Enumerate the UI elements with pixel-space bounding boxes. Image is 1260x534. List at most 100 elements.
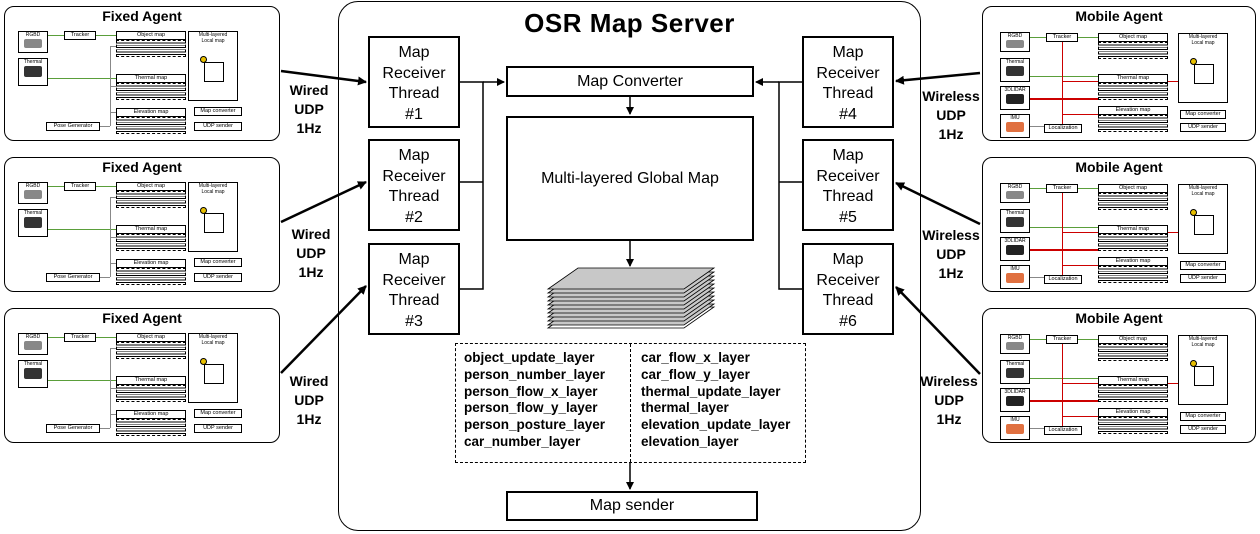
map-layer-stack: Thermal map (116, 225, 186, 251)
rgbd-device-icon (24, 190, 42, 199)
map-layer-lines (116, 419, 186, 436)
red-connector (1062, 81, 1098, 82)
local-map-label: Local map (1191, 342, 1215, 348)
thermal-device-icon (1006, 368, 1024, 378)
map-layer-lines (116, 342, 186, 359)
local-map-label: Local map (201, 38, 225, 44)
lidar-device-icon (1006, 94, 1024, 104)
red-connector (1168, 232, 1178, 233)
sensor-label: RGBD (25, 32, 41, 38)
green-connector (1078, 339, 1098, 340)
red-connector (1062, 114, 1098, 115)
green-connector (48, 337, 64, 338)
layer-list: object_update_layer person_number_layer … (455, 343, 806, 463)
agent-marker-icon (200, 358, 207, 365)
layer-list-left: object_update_layer person_number_layer … (464, 350, 605, 451)
layer-name: person_posture_layer (464, 417, 606, 433)
layer-name: elevation_update_layer (641, 417, 791, 433)
green-connector (1030, 339, 1046, 340)
map-layer-box: Thermal map (1098, 225, 1168, 234)
sensor-thermal: Thermal (1000, 58, 1030, 82)
sensor-lidar: 3DLIDAR (1000, 86, 1030, 110)
map-layer-lines (116, 40, 186, 57)
connector-line (110, 197, 116, 198)
rgbd-device-icon (1006, 40, 1024, 48)
local-map-label: Local map (201, 189, 225, 195)
connector-line (100, 277, 110, 278)
map-layer-stack: Object map (1098, 335, 1168, 361)
rgbd-device-icon (1006, 342, 1024, 350)
connector-line (110, 86, 116, 87)
udp-sender-box: UDP sender (1180, 425, 1226, 434)
sensor-label: IMU (1010, 266, 1020, 272)
map-layer-stack: Elevation map (1098, 408, 1168, 434)
red-connector (1168, 81, 1178, 82)
connector-line (1030, 428, 1044, 429)
sensor-rgbd: RGBD (18, 31, 48, 53)
map-layer-stack: Object map (116, 31, 186, 57)
udp-sender-box: UDP sender (1180, 123, 1226, 132)
map-layer-box: Object map (1098, 184, 1168, 193)
local-map-label: Local map (1191, 40, 1215, 46)
red-connector (1168, 383, 1178, 384)
red-connector (1062, 232, 1098, 233)
map-converter-box: Map converter (194, 409, 242, 418)
sensor-label: Thermal (23, 59, 43, 65)
layer-name: car_flow_y_layer (641, 366, 750, 382)
agent-marker-icon (1190, 209, 1197, 216)
layer-name: person_flow_x_layer (464, 383, 598, 399)
sensor-thermal: Thermal (18, 58, 48, 86)
map-layer-lines (1098, 417, 1168, 434)
sensor-label: Thermal (1005, 210, 1025, 216)
imu-device-icon (1006, 273, 1024, 283)
sensor-lidar: 3DLIDAR (1000, 388, 1030, 412)
map-layer-stack: Thermal map (1098, 225, 1168, 251)
sensor-rgbd: RGBD (1000, 32, 1030, 52)
sensor-label: Thermal (23, 361, 43, 367)
map-layer-box: Object map (116, 31, 186, 40)
layer-name: person_flow_y_layer (464, 400, 598, 416)
map-layer-lines (116, 385, 186, 402)
rgbd-device-icon (24, 39, 42, 48)
sensor-label: RGBD (1007, 184, 1023, 190)
tracker-box: Tracker (1046, 33, 1078, 42)
connector-line (110, 46, 116, 47)
thermal-device-icon (24, 66, 42, 77)
local-map-label: Multi-layered (1188, 336, 1218, 342)
map-layer-lines (1098, 42, 1168, 59)
local-map-square-icon (1194, 366, 1214, 386)
fixed-agent-title: Fixed Agent (102, 159, 182, 175)
map-layer-lines (1098, 193, 1168, 210)
layer-name: object_update_layer (464, 350, 595, 365)
udp-sender-box: UDP sender (1180, 274, 1226, 283)
local-map-label: Multi-layered (1188, 34, 1218, 40)
map-layer-lines (116, 117, 186, 134)
pose-generator-box: Pose Generator (46, 273, 100, 282)
layer-name: person_number_layer (464, 366, 606, 382)
localization-box: Localization (1044, 124, 1082, 133)
layer-list-right: car_flow_x_layer car_flow_y_layer therma… (641, 350, 790, 451)
layer-name: elevation_layer (641, 433, 739, 449)
map-layer-stack: Elevation map (1098, 257, 1168, 283)
map-layer-lines (1098, 385, 1168, 402)
multi-layered-global-map: Multi-layered Global Map (506, 116, 754, 241)
map-layer-lines (1098, 266, 1168, 283)
map-layer-stack: Thermal map (1098, 74, 1168, 100)
sensor-imu: IMU (1000, 114, 1030, 138)
udp-sender-box: UDP sender (194, 424, 242, 433)
map-layer-box: Thermal map (116, 225, 186, 234)
map-layer-box: Thermal map (116, 74, 186, 83)
sensor-label: IMU (1010, 115, 1020, 121)
connector-line (110, 348, 116, 349)
map-layer-box: Elevation map (1098, 408, 1168, 417)
